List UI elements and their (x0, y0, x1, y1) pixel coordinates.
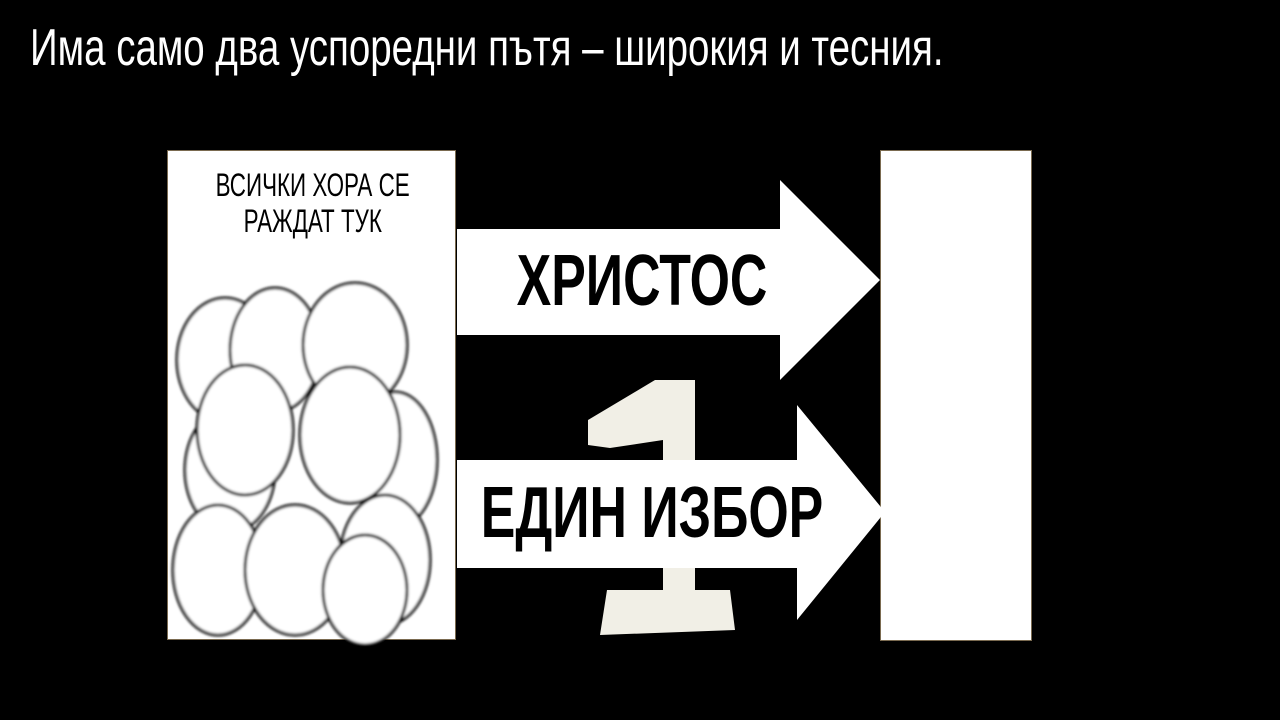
caption-text: РАЖДАТ ТУК (243, 203, 382, 239)
caption-text: ВСИЧКИ ХОРА СЕ (215, 167, 410, 203)
destination-box (880, 150, 1032, 641)
arrow-bottom-icon (457, 405, 885, 620)
birth-caption-line1: ВСИЧКИ ХОРА СЕ (168, 167, 457, 204)
arrow-top-icon (457, 180, 880, 380)
birth-caption-line2: РАЖДАТ ТУК (168, 203, 457, 240)
heads-crowd-icon (171, 281, 439, 647)
slide-title: Има само два успоредни пътя – широкия и … (30, 19, 944, 77)
arrow-bottom-label: ЕДИН ИЗБОР (480, 473, 824, 553)
arrow-top-label: ХРИСТОС (516, 241, 768, 321)
